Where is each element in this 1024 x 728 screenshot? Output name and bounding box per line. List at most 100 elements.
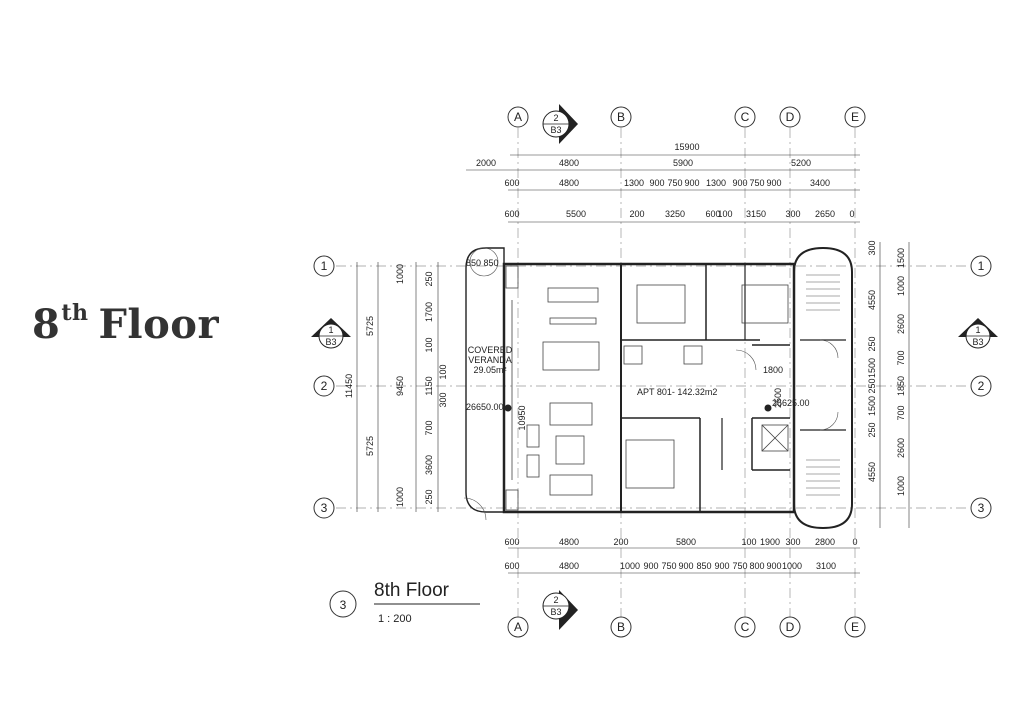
svg-text:2000: 2000	[476, 158, 496, 168]
svg-text:5200: 5200	[791, 158, 811, 168]
grid-bubble-1-right: 1	[970, 255, 992, 277]
svg-text:900: 900	[714, 561, 729, 571]
svg-text:250: 250	[424, 271, 434, 286]
svg-text:A: A	[514, 110, 522, 124]
grid-bubbles-left: 1 2 3	[313, 255, 335, 519]
svg-text:1000: 1000	[620, 561, 640, 571]
grid-bubble-2-left: 2	[313, 375, 335, 397]
view-number: 3	[340, 598, 347, 612]
grid-bubble-a-top: A	[507, 106, 529, 128]
svg-text:1500: 1500	[867, 396, 877, 416]
svg-text:1500: 1500	[896, 248, 906, 268]
svg-text:1300: 1300	[706, 178, 726, 188]
svg-text:10950: 10950	[517, 405, 527, 430]
view-name: 8th Floor	[374, 580, 450, 601]
svg-text:5900: 5900	[673, 158, 693, 168]
dimension-lines	[356, 154, 910, 574]
svg-text:300: 300	[785, 537, 800, 547]
svg-text:850: 850	[696, 561, 711, 571]
svg-text:900: 900	[684, 178, 699, 188]
svg-text:750: 750	[732, 561, 747, 571]
svg-text:3400: 3400	[810, 178, 830, 188]
svg-text:800: 800	[749, 561, 764, 571]
svg-text:A: A	[514, 620, 522, 634]
svg-text:100: 100	[438, 364, 448, 379]
svg-text:700: 700	[896, 350, 906, 365]
view-scale: 1 : 200	[378, 613, 412, 625]
section-marker-bottom: 2 B3	[542, 590, 578, 630]
grid-bubble-3-right: 3	[970, 497, 992, 519]
svg-text:600: 600	[705, 209, 720, 219]
grid-bubble-1-left: 1	[313, 255, 335, 277]
svg-text:1: 1	[975, 325, 980, 335]
room-labels: COVERED VERANDA 29.05m² 26650.00 APT 801…	[466, 258, 810, 412]
svg-text:2600: 2600	[896, 314, 906, 334]
veranda-label-2: VERANDA	[468, 355, 512, 365]
svg-text:4800: 4800	[559, 537, 579, 547]
svg-text:200: 200	[613, 537, 628, 547]
svg-text:5725: 5725	[365, 316, 375, 336]
svg-text:5725: 5725	[365, 436, 375, 456]
svg-text:D: D	[786, 620, 795, 634]
svg-text:2: 2	[321, 379, 328, 393]
grid-bubble-e-top: E	[844, 106, 866, 128]
svg-text:C: C	[741, 110, 750, 124]
svg-text:B3: B3	[550, 607, 561, 617]
svg-text:700: 700	[896, 405, 906, 420]
svg-text:100: 100	[424, 337, 434, 352]
svg-text:250: 250	[867, 422, 877, 437]
svg-text:1300: 1300	[624, 178, 644, 188]
grid-lines	[336, 128, 968, 618]
svg-text:900: 900	[643, 561, 658, 571]
svg-text:2800: 2800	[815, 537, 835, 547]
level-marker-left-icon	[504, 404, 512, 412]
svg-text:4800: 4800	[559, 158, 579, 168]
section-marker-left: 1 B3	[311, 318, 351, 349]
level-right: 26625.00	[772, 398, 810, 408]
svg-text:1700: 1700	[424, 302, 434, 322]
svg-text:1000: 1000	[395, 264, 405, 284]
grid-bubble-d-top: D	[779, 106, 801, 128]
svg-text:3600: 3600	[424, 455, 434, 475]
grid-bubble-3-left: 3	[313, 497, 335, 519]
svg-text:2: 2	[553, 595, 558, 605]
svg-text:5800: 5800	[676, 537, 696, 547]
svg-text:3250: 3250	[665, 209, 685, 219]
level-marker-right-icon	[764, 404, 772, 412]
section-marker-top: 2 B3	[542, 104, 578, 144]
veranda-label: COVERED	[468, 345, 513, 355]
svg-text:C: C	[741, 620, 750, 634]
svg-text:900: 900	[766, 178, 781, 188]
svg-text:900: 900	[649, 178, 664, 188]
walls	[465, 246, 853, 530]
svg-text:600: 600	[504, 209, 519, 219]
svg-text:750: 750	[661, 561, 676, 571]
svg-text:3: 3	[978, 501, 985, 515]
svg-text:9450: 9450	[395, 376, 405, 396]
svg-text:B3: B3	[972, 337, 983, 347]
svg-text:B: B	[617, 620, 625, 634]
grid-bubble-2-right: 2	[970, 375, 992, 397]
svg-text:1000: 1000	[395, 487, 405, 507]
svg-text:1500: 1500	[867, 358, 877, 378]
svg-text:1: 1	[321, 259, 328, 273]
svg-text:1000: 1000	[782, 561, 802, 571]
svg-text:3150: 3150	[746, 209, 766, 219]
svg-text:300: 300	[867, 240, 877, 255]
svg-text:100: 100	[717, 209, 732, 219]
svg-text:4800: 4800	[559, 178, 579, 188]
stair-box-label: 850 850	[466, 258, 499, 268]
svg-text:100: 100	[741, 537, 756, 547]
svg-text:1000: 1000	[896, 476, 906, 496]
door-swings	[463, 247, 839, 521]
svg-text:15900: 15900	[674, 142, 699, 152]
grid-bubble-b-top: B	[610, 106, 632, 128]
level-left: 26650.00	[466, 402, 504, 412]
svg-text:4800: 4800	[559, 561, 579, 571]
svg-text:2: 2	[553, 113, 558, 123]
svg-text:3: 3	[321, 501, 328, 515]
section-marker-right: 1 B3	[958, 318, 998, 349]
svg-text:600: 600	[504, 537, 519, 547]
grid-bubbles-top: A B C D E	[507, 106, 866, 128]
svg-text:2: 2	[978, 379, 985, 393]
